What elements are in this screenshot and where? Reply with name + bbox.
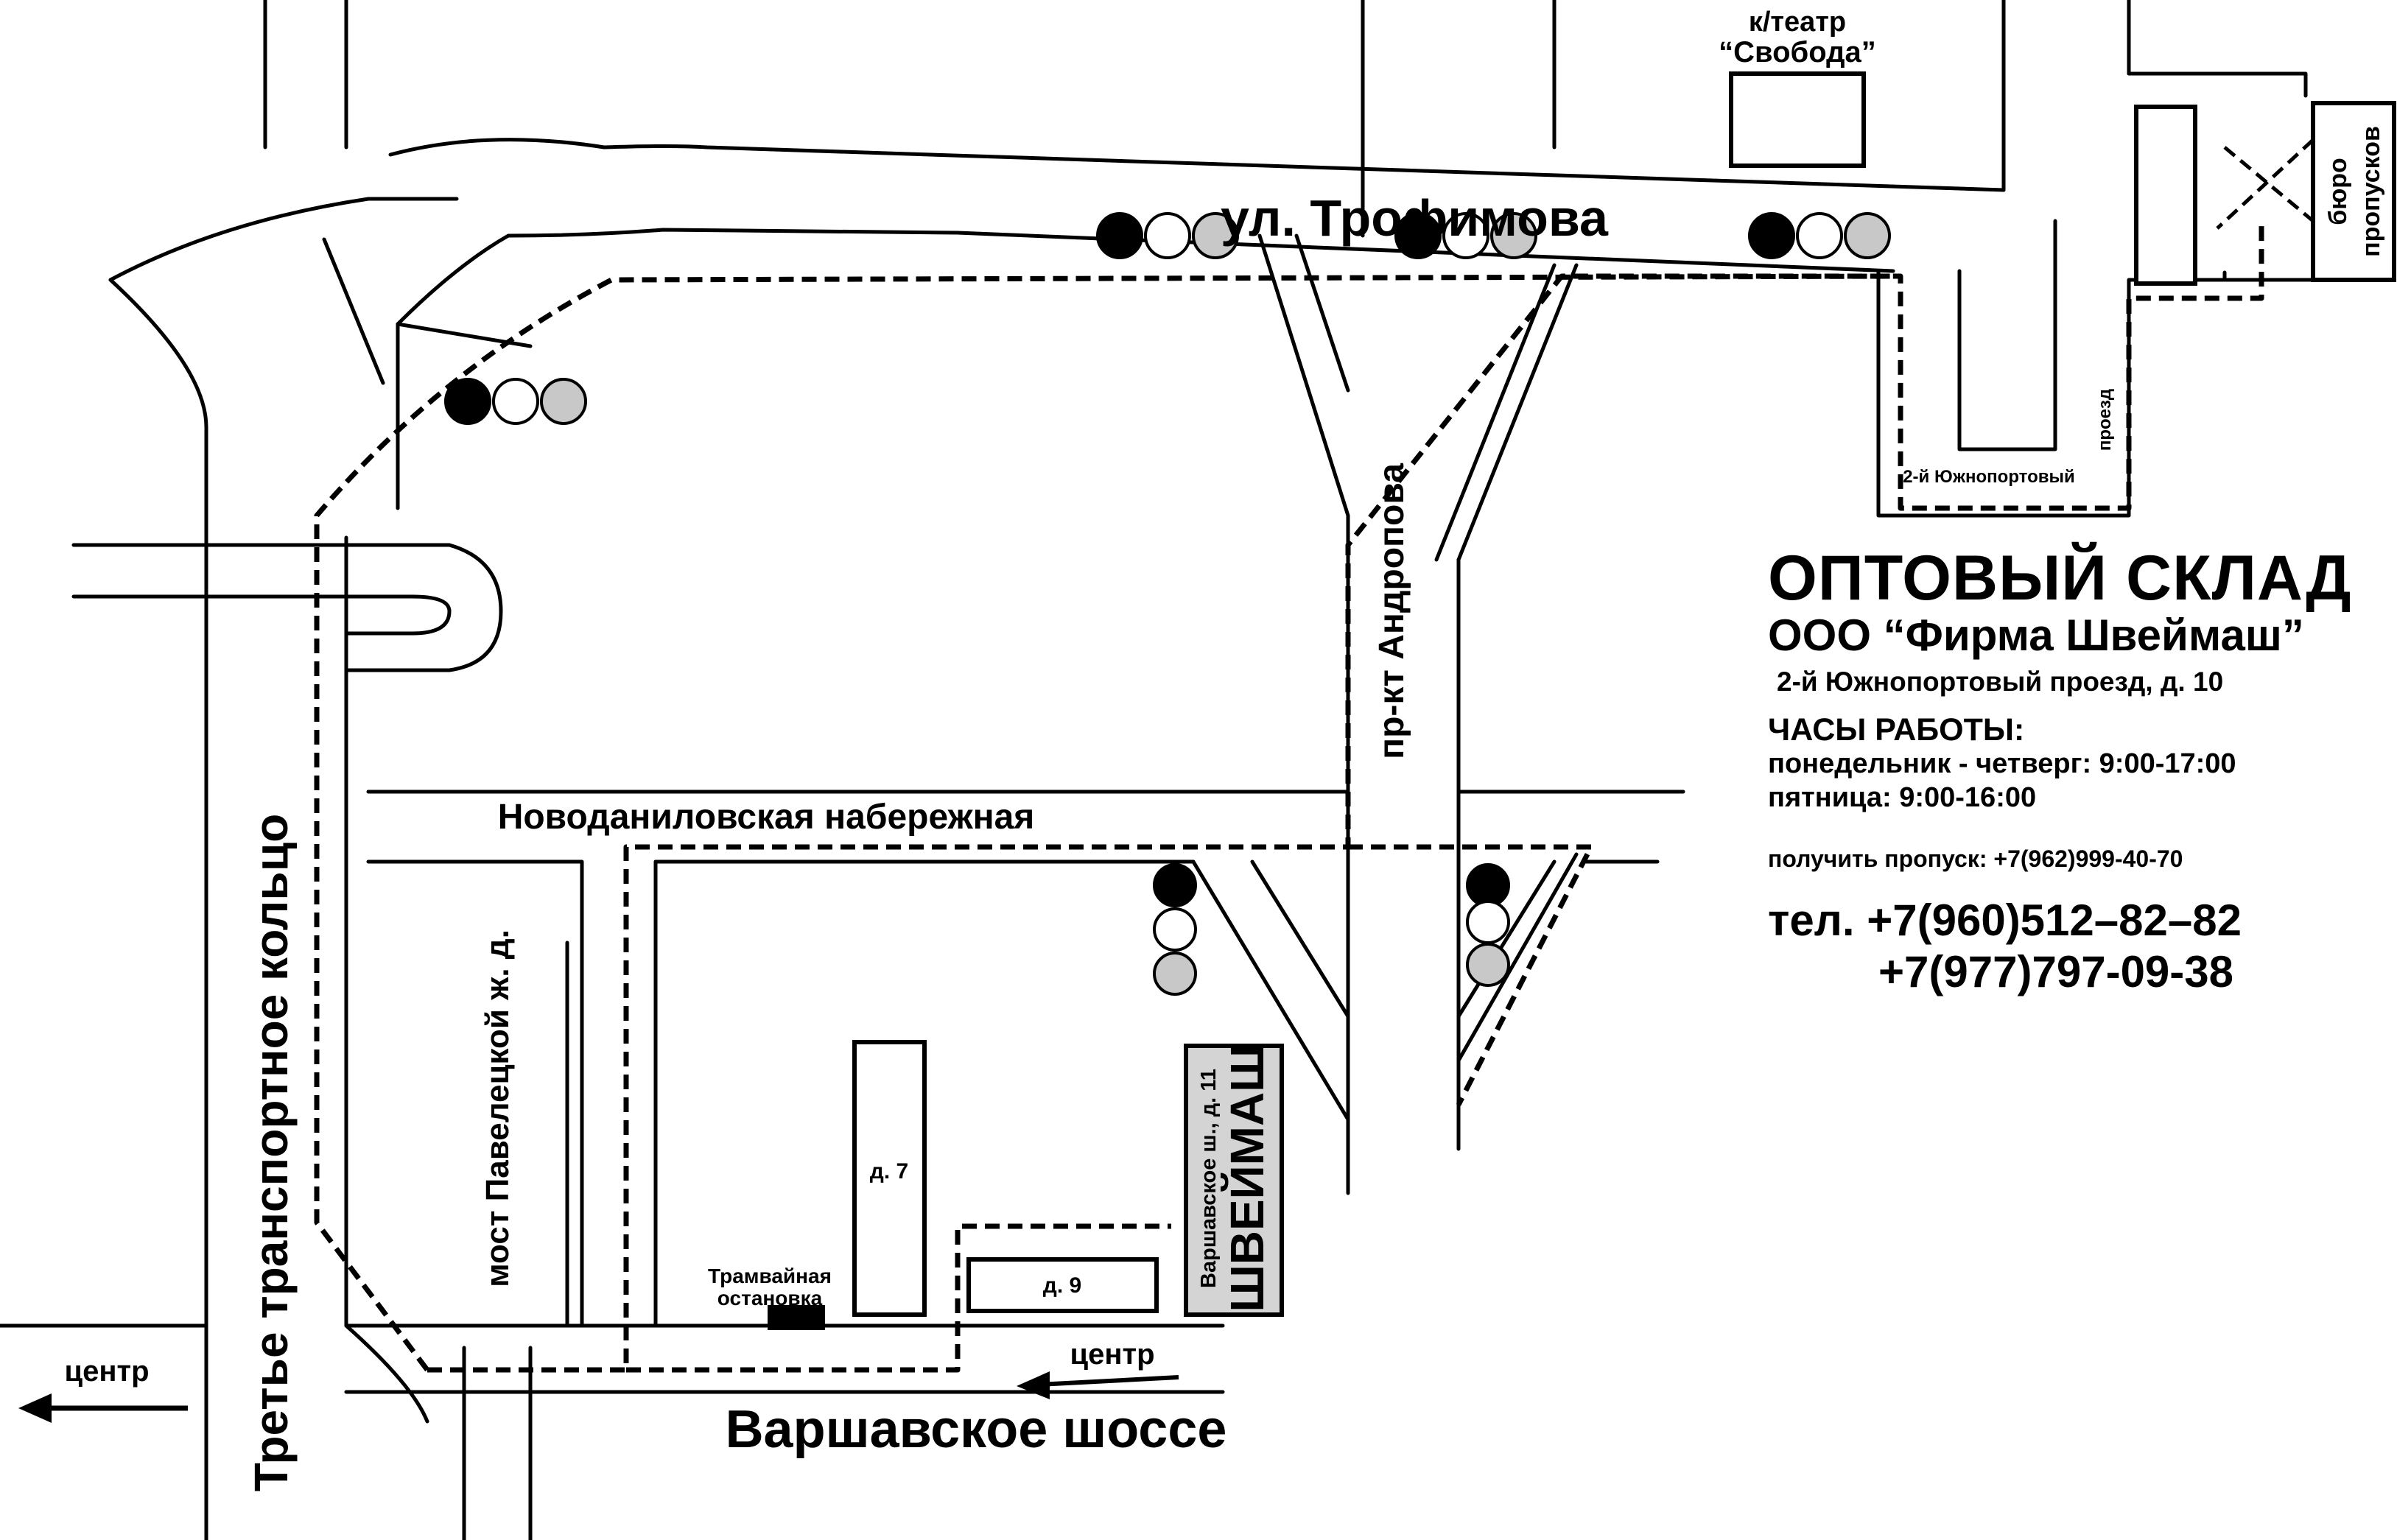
right-loop-road — [2127, 71, 2308, 98]
route-path-block — [626, 1223, 1171, 1373]
buildings: к/театр “Свобода” бюро пропусков д. 7 д.… — [708, 7, 2396, 1330]
andropova-west-edge — [1257, 233, 1350, 1195]
street-label-varshavskoe: Варшавское шоссе — [726, 1400, 1227, 1459]
traffic-light-icon — [444, 378, 587, 425]
diagonal-road-1 — [108, 197, 459, 282]
traffic-light-icon — [1153, 863, 1197, 996]
diagonal-road-2 — [322, 237, 385, 385]
house-7-label: д. 7 — [870, 1159, 908, 1184]
traffic-light-icon — [1096, 212, 1239, 259]
traffic-light-icon — [1394, 212, 1537, 259]
traffic-light-icon — [1466, 863, 1510, 987]
ramp-triangle-west — [1191, 859, 1350, 1122]
entrance-cross-icon — [2216, 138, 2314, 230]
house-9-label: д. 9 — [1043, 1273, 1081, 1298]
ramp-triangle-east-2 — [1456, 859, 1557, 1019]
route-path-ramp — [1348, 844, 1594, 1106]
theatre-building — [1729, 71, 1866, 168]
arrow-left-icon — [1038, 1375, 1179, 1387]
info-pass-phone: получить пропуск: +7(962)999-40-70 — [1768, 845, 2183, 872]
info-hours-weekdays: понедельник - четверг: 9:00-17:00 — [1768, 748, 2236, 779]
house-9-building — [966, 1257, 1159, 1313]
route-path-ttk — [314, 273, 1901, 1372]
center-label-left: центр — [64, 1355, 149, 1388]
info-title: ОПТОВЫЙ СКЛАД — [1768, 543, 2352, 613]
ramp-triangle-west-2 — [1250, 859, 1350, 1019]
novodanilovskaya-south-edge — [366, 859, 584, 1328]
info-phone-2: +7(977)797-09-38 — [1878, 947, 2234, 996]
info-company: ООО “Фирма Швеймаш” — [1768, 611, 2304, 660]
bureau-building — [2311, 101, 2396, 282]
andropova-ramp-3 — [1434, 263, 1557, 562]
bureau-label-line2: пропусков — [2357, 126, 2385, 257]
shveymash-address-label: Варшавское ш., д. 11 — [1197, 1069, 1221, 1288]
trofimova-south-edge — [396, 228, 1895, 510]
info-hours-title: ЧАСЫ РАБОТЫ: — [1768, 712, 2025, 748]
center-direction-left: центр — [18, 1355, 188, 1423]
theatre-label-line1: к/театр — [1749, 7, 1846, 38]
tram-stop-label-line2: остановка — [717, 1287, 823, 1309]
trofimova-north-edge — [388, 138, 2006, 192]
uturn-loop-inner — [71, 594, 452, 636]
ramp-triangle-east — [1456, 852, 1579, 1063]
info-phone-1: тел. +7(960)512–82–82 — [1768, 896, 2242, 945]
info-hours-friday: пятница: 9:00-16:00 — [1768, 782, 2037, 813]
yuzhnoport-mid-edge — [1957, 219, 2057, 451]
road-network — [0, 0, 2337, 1540]
shveymash-name-label: ШВЕЙМАШ — [1220, 1044, 1274, 1312]
house-7-building — [852, 1040, 927, 1317]
arrow-head-left-icon — [1017, 1371, 1050, 1399]
theatre-label-line2: “Свобода” — [1719, 36, 1876, 68]
tram-stop-marker — [768, 1305, 825, 1330]
ttk-east-edge — [344, 668, 429, 1424]
traffic-light-icon — [1748, 212, 1891, 259]
shveymash-building — [1184, 1044, 1284, 1317]
tram-stop-label-line1: Трамвайная — [708, 1265, 832, 1287]
info-address: 2-й Южнопортовый проезд, д. 10 — [1777, 667, 2224, 697]
center-direction-road: центр — [1017, 1338, 1179, 1399]
warehouse-building — [2134, 105, 2197, 286]
traffic-lights — [444, 212, 1891, 996]
street-label-ttk: Третье транспортное кольцо — [245, 814, 298, 1491]
street-label-bridge: мост Павелецкой ж. д. — [480, 929, 516, 1287]
street-label-trofimova: ул. Трофимова — [1221, 189, 1609, 247]
street-label-yuzhnoport: 2-й Южнопортовый — [1903, 467, 2075, 487]
uturn-loop-outer — [71, 543, 503, 672]
ttk-west-edge — [108, 278, 208, 429]
street-label-proezd: проезд — [2095, 389, 2115, 451]
andropova-ramp-2 — [1456, 263, 1579, 562]
street-label-andropova: пр-кт Андропова — [1372, 463, 1411, 759]
street-label-novodanilovskaya: Новоданиловская набережная — [498, 798, 1035, 837]
center-label-road: центр — [1070, 1338, 1154, 1371]
arrow-head-left-icon — [18, 1393, 52, 1423]
warehouse-info: ОПТОВЫЙ СКЛАД ООО “Фирма Швеймаш” 2-й Юж… — [1768, 545, 2394, 997]
bureau-label-line1: бюро — [2324, 158, 2352, 225]
andropova-ramp-1 — [1294, 233, 1350, 393]
